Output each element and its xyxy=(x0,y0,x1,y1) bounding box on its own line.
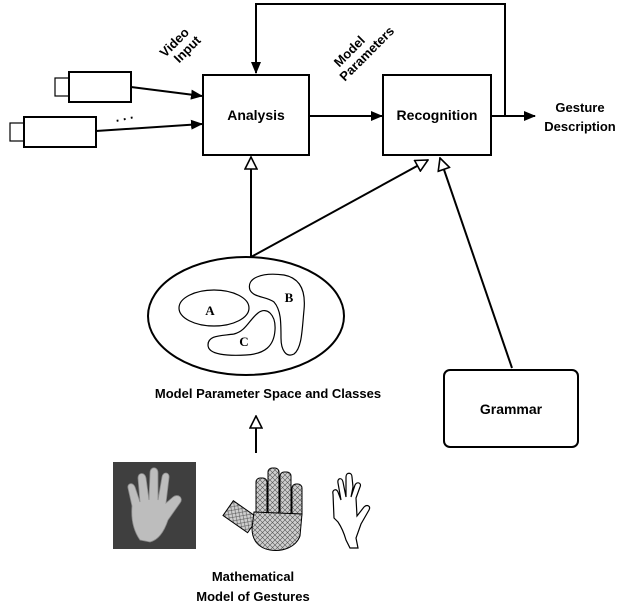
hand-photo-image xyxy=(113,462,196,549)
gesture-description-label-line2: Description xyxy=(544,119,616,134)
grammar-label: Grammar xyxy=(480,401,543,417)
class-c-region xyxy=(207,310,276,356)
camera-to-analysis-arrow xyxy=(95,119,203,132)
grammar-box xyxy=(443,369,579,448)
model-parameters-label: Model Parameters xyxy=(331,23,397,84)
class-a-region xyxy=(178,289,250,327)
class-b-region xyxy=(248,273,305,356)
class-b-label: B xyxy=(285,290,294,305)
analysis-box xyxy=(202,74,310,156)
class-a-label: A xyxy=(205,303,215,318)
parameter-space-caption: Model Parameter Space and Classes xyxy=(155,386,381,401)
feedback-loop-arrow xyxy=(251,3,506,116)
analysis-label: Analysis xyxy=(227,107,285,123)
hand-skeleton-outline-image xyxy=(332,472,371,549)
math-model-caption-line1: Mathematical xyxy=(212,569,294,584)
class-c-label: C xyxy=(239,334,248,349)
camera-to-analysis-arrow xyxy=(130,86,203,100)
grammar-to-recognition-arrow xyxy=(440,158,513,369)
video-camera-icon xyxy=(9,116,97,148)
recognition-box xyxy=(382,74,492,156)
camera-ellipsis: . . . xyxy=(114,107,135,125)
gesture-description-label-line1: Gesture xyxy=(555,100,604,115)
video-camera-icon xyxy=(54,71,132,103)
space-to-recognition-arrow xyxy=(250,159,428,258)
recognition-label: Recognition xyxy=(397,107,478,123)
video-input-label: Video Input xyxy=(157,25,205,66)
math-model-caption-line2: Model of Gestures xyxy=(196,589,309,604)
hand-wireframe-mesh-image xyxy=(222,467,303,551)
